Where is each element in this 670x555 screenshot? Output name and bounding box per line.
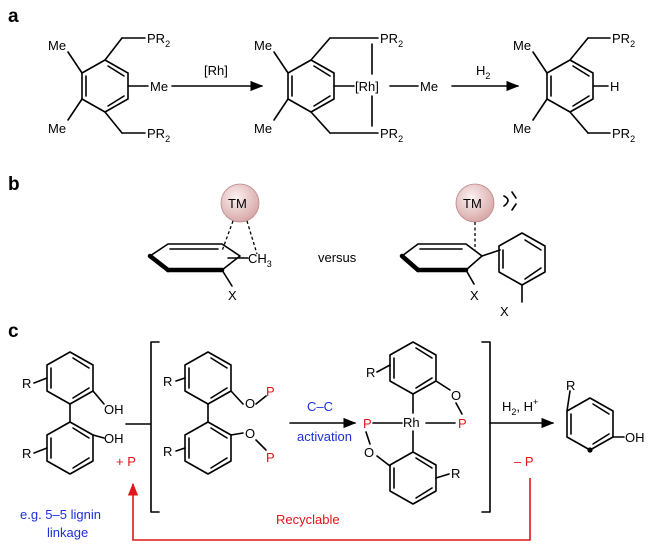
svg-text:PR2: PR2 bbox=[147, 126, 170, 144]
me-label: Me bbox=[48, 121, 66, 136]
svg-text:H2, H+: H2, H+ bbox=[502, 397, 538, 417]
oh-label: OH bbox=[104, 402, 124, 417]
panel-label-b: b bbox=[8, 174, 20, 195]
pr2-sub: 2 bbox=[165, 39, 170, 49]
recycle-arrow bbox=[127, 478, 531, 541]
p-label: P bbox=[266, 384, 275, 399]
o-label: O bbox=[245, 396, 255, 411]
lignin-note-line1: e.g. 5–5 lignin bbox=[20, 507, 101, 522]
svg-text:CH3: CH3 bbox=[248, 251, 272, 269]
versus-label: versus bbox=[318, 250, 357, 265]
recyclable-label: Recyclable bbox=[276, 512, 340, 527]
h2-sub: 2 bbox=[485, 71, 490, 81]
molecule-a1: Me Me Me PR2 PR2 bbox=[48, 31, 170, 144]
svg-text:PR2: PR2 bbox=[612, 126, 635, 144]
h2h-sub: 2 bbox=[511, 407, 516, 417]
pr2-label: PR bbox=[380, 31, 398, 46]
r-label: R bbox=[566, 378, 575, 393]
tm-label: TM bbox=[463, 196, 482, 211]
rh-label: Rh bbox=[403, 415, 420, 430]
steric-clash-mark bbox=[503, 191, 517, 211]
h-label: H bbox=[610, 79, 619, 94]
svg-text:H2: H2 bbox=[476, 63, 490, 81]
radical-dot bbox=[587, 447, 593, 453]
svg-text:PR2: PR2 bbox=[612, 31, 635, 49]
biphenol-molecule: R R OH OH bbox=[22, 351, 124, 475]
h2h-label: H bbox=[502, 399, 511, 414]
molecule-a3: Me Me H PR2 PR2 bbox=[513, 31, 635, 144]
svg-text:PR2: PR2 bbox=[380, 126, 403, 144]
o-label: O bbox=[364, 445, 374, 460]
p-label: P bbox=[363, 416, 372, 431]
molecule-a2: Me Me [Rh] Me PR2 PR2 bbox=[254, 31, 438, 144]
bracket-right bbox=[481, 341, 491, 513]
p-label: P bbox=[266, 450, 275, 465]
me-label: Me bbox=[420, 79, 438, 94]
oh-label: OH bbox=[625, 430, 645, 445]
pr2-sub: 2 bbox=[630, 134, 635, 144]
pr2-sub: 2 bbox=[165, 134, 170, 144]
pr2-label: PR bbox=[612, 31, 630, 46]
ch3-sub: 3 bbox=[267, 259, 272, 269]
panel-label-a: a bbox=[8, 6, 19, 27]
rh-reagent-label: [Rh] bbox=[204, 63, 228, 78]
ch3-label: CH bbox=[248, 251, 267, 266]
panel-label-c: c bbox=[8, 321, 19, 342]
r-label: R bbox=[163, 444, 172, 459]
x-label: X bbox=[228, 288, 237, 303]
h2-label: H bbox=[476, 63, 485, 78]
me-label: Me bbox=[513, 121, 531, 136]
plus-p-label: + P bbox=[116, 454, 136, 469]
oh-label: OH bbox=[104, 431, 124, 446]
cc-label: C–C bbox=[307, 399, 333, 414]
h2h-sup: + bbox=[533, 397, 538, 407]
pr2-sub: 2 bbox=[630, 39, 635, 49]
bracket-left bbox=[150, 341, 160, 513]
r-label: R bbox=[22, 446, 31, 461]
p-label: P bbox=[458, 416, 467, 431]
pr2-label: PR bbox=[612, 126, 630, 141]
biaryl-tm-complex: TM X X bbox=[399, 183, 546, 319]
x-label: X bbox=[470, 288, 479, 303]
me-label: Me bbox=[254, 121, 272, 136]
x-label: X bbox=[500, 304, 509, 319]
toluene-tm-complex: TM CH3 X bbox=[147, 183, 272, 303]
lignin-note-line2: linkage bbox=[47, 525, 88, 540]
r-label: R bbox=[366, 365, 375, 380]
svg-text:PR2: PR2 bbox=[147, 31, 170, 49]
pr2-sub: 2 bbox=[398, 39, 403, 49]
r-label: R bbox=[163, 374, 172, 389]
r-label: R bbox=[451, 466, 460, 481]
phosphinite-molecule: R R O P O P bbox=[163, 351, 275, 475]
tm-sphere bbox=[220, 183, 260, 223]
r-label: R bbox=[22, 376, 31, 391]
svg-text:PR2: PR2 bbox=[380, 31, 403, 49]
o-label: O bbox=[245, 426, 255, 441]
me-label: Me bbox=[150, 79, 168, 94]
me-label: Me bbox=[254, 38, 272, 53]
pr2-label: PR bbox=[147, 31, 165, 46]
o-label: O bbox=[451, 388, 461, 403]
me-label: Me bbox=[48, 38, 66, 53]
me-label: Me bbox=[513, 38, 531, 53]
minus-p-label: – P bbox=[514, 454, 534, 469]
phenol-product: R OH bbox=[566, 378, 645, 453]
rh-label: [Rh] bbox=[355, 79, 379, 94]
pr2-label: PR bbox=[380, 126, 398, 141]
rh-metallacycle: R O P Rh P O R bbox=[363, 341, 467, 505]
h2h-rest: , H bbox=[516, 399, 533, 414]
pr2-label: PR bbox=[147, 126, 165, 141]
activation-label: activation bbox=[297, 429, 352, 444]
tm-label: TM bbox=[228, 196, 247, 211]
pr2-sub: 2 bbox=[398, 134, 403, 144]
